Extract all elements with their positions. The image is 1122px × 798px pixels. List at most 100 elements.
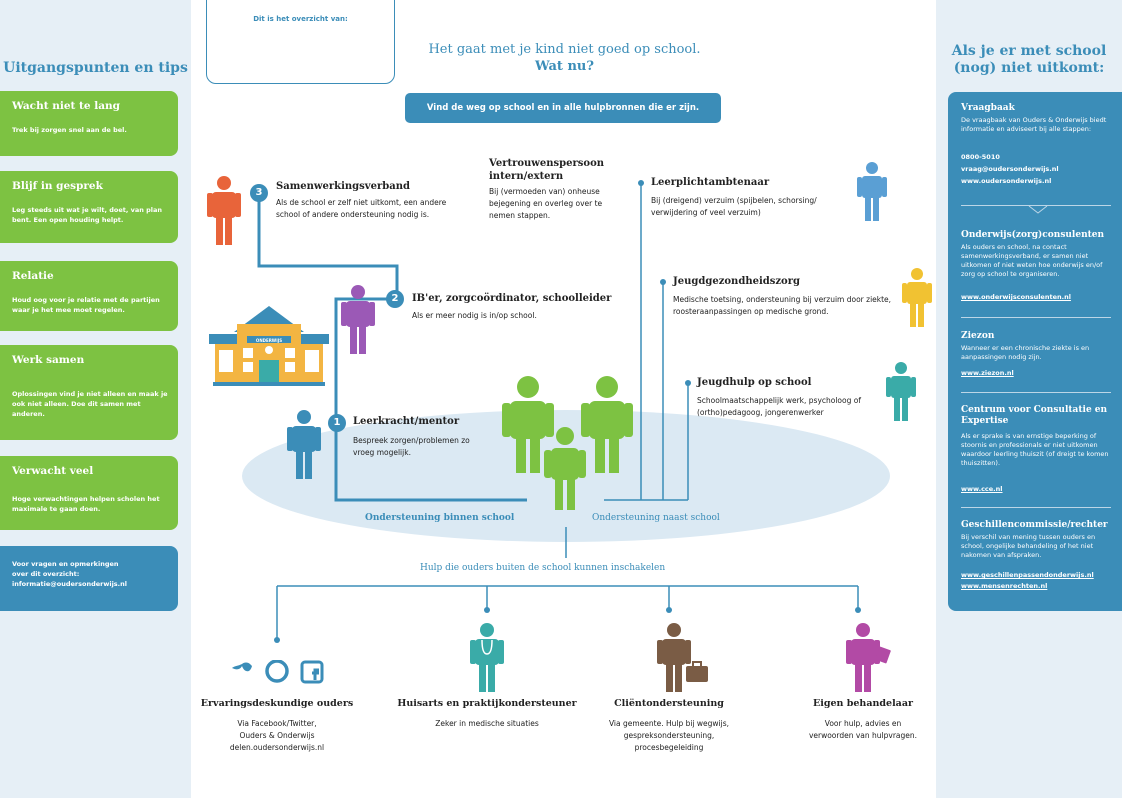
tip-text: Houd oog voor je relatie met de partijen… — [12, 296, 160, 314]
tip-card: Blijf in gesprek Leg steeds uit wat je w… — [0, 171, 178, 243]
help-text-line: Voor hulp, advies en — [824, 719, 902, 728]
resource-title: Onderwijs(zorg)consulenten — [961, 230, 1105, 240]
chevron-down-icon — [1028, 205, 1048, 214]
page-title: Het gaat met je kind niet goed op school… — [393, 41, 736, 75]
person-yellow-icon — [902, 268, 932, 327]
side-title-line: Vertrouwenspersoon — [489, 158, 605, 169]
tip-card: Verwacht veel Hoge verwachtingen helpen … — [0, 456, 178, 530]
right-title-line: (nog) niet uitkomt: — [953, 60, 1105, 76]
step-title: Samenwerkingsverband — [276, 181, 410, 192]
help-text: Zeker in medische situaties — [435, 719, 539, 728]
person-orange-icon — [207, 176, 241, 245]
side-title: Leerplichtambtenaar — [651, 177, 770, 188]
side-title-line: intern/extern — [489, 171, 564, 182]
step-number-3: 3 — [250, 184, 268, 202]
help-text-line: Via gemeente. Hulp bij wegwijs, — [608, 719, 730, 728]
overview-name-box[interactable]: Dit is het overzicht van: — [206, 0, 395, 84]
step-number-1: 1 — [328, 414, 346, 432]
tip-title: Wacht niet te lang — [12, 100, 120, 112]
resource-link[interactable]: www.mensenrechten.nl — [961, 582, 1048, 590]
tip-text: Trek bij zorgen snel aan de bel. — [12, 126, 127, 134]
resource-link[interactable]: www.cce.nl — [961, 485, 1003, 493]
consultant-with-briefcase-icon — [657, 623, 708, 692]
side-text: Bij (vermoeden van) onheuse bejegening e… — [489, 187, 603, 220]
page-title-line: Wat nu? — [535, 59, 594, 74]
resource-title: Geschillencommissie/rechter — [961, 520, 1108, 530]
label-binnen-school: Ondersteuning binnen school — [365, 513, 515, 523]
contact-box: Voor vragen en opmerkingen over dit over… — [0, 546, 178, 611]
resource-text: Bij verschil van mening tussen ouders en… — [961, 533, 1096, 559]
person-blue-icon — [287, 410, 321, 479]
tip-text: Leg steeds uit wat je wilt, doet, van pl… — [12, 206, 163, 224]
left-sidebar: Uitgangspunten en tips Wacht niet te lan… — [0, 0, 191, 798]
social-icons — [232, 660, 324, 684]
divider — [961, 317, 1111, 318]
resource-link[interactable]: www.ziezon.nl — [961, 369, 1014, 377]
resource-text: De vraagbaak van Ouders & Onderwijs bied… — [961, 116, 1107, 133]
overview-label: Dit is het overzicht van: — [253, 15, 348, 23]
web-link[interactable]: www.oudersonderwijs.nl — [961, 177, 1052, 185]
step-title: IB'er, zorgcoördinator, schoolleider — [412, 293, 612, 304]
tip-title: Verwacht veel — [12, 465, 94, 477]
side-title: Jeugdhulp op school — [697, 377, 812, 388]
bottom-heading: Hulp die ouders buiten de school kunnen … — [420, 563, 666, 573]
school-sign: ONDERWIJS — [256, 338, 282, 343]
tip-card: Werk samen Oplossingen vind je niet alle… — [0, 345, 178, 440]
help-text: Voor hulp, advies en verwoorden van hulp… — [788, 718, 938, 742]
help-text-line: Via Facebook/Twitter, — [237, 719, 317, 728]
tip-card: Wacht niet te lang Trek bij zorgen snel … — [0, 91, 178, 156]
right-title-line: Als je er met school — [951, 43, 1107, 59]
divider — [961, 392, 1111, 393]
parent-green-icon — [581, 376, 633, 473]
divider — [961, 205, 1111, 206]
right-title: Als je er met school (nog) niet uitkomt: — [936, 43, 1122, 77]
resource-title: Vraagbaak — [961, 103, 1015, 113]
tip-text: Oplossingen vind je niet alleen en maak … — [12, 390, 168, 418]
child-green-icon — [544, 427, 586, 510]
help-text-line: gespreksondersteuning, — [623, 731, 715, 740]
phone-number: 0800-5010 — [961, 153, 1000, 161]
help-title: Huisarts en praktijkondersteuner — [397, 698, 577, 709]
side-text: Medische toetsing, ondersteuning bij ver… — [673, 295, 892, 316]
help-text-line: verwoorden van hulpvragen. — [808, 731, 918, 740]
step-text: Bespreek zorgen/problemen zo vroeg mogel… — [353, 436, 470, 457]
contact-email-link[interactable]: informatie@oudersonderwijs.nl — [12, 580, 128, 588]
help-text-line[interactable]: delen.oudersonderwijs.nl — [229, 743, 325, 752]
step-text: Als er meer nodig is in/op school. — [412, 311, 537, 320]
banner: Vind de weg op school en in alle hulpbro… — [405, 93, 721, 123]
resources-panel: Vraagbaak De vraagbaak van Ouders & Onde… — [948, 92, 1122, 611]
right-sidebar: Als je er met school (nog) niet uitkomt:… — [936, 0, 1122, 798]
resource-link[interactable]: www.onderwijsconsulenten.nl — [961, 293, 1071, 301]
help-title: Cliëntondersteuning — [614, 698, 724, 709]
tip-text: Hoge verwachtingen helpen scholen het ma… — [12, 495, 160, 513]
contact-text: Voor vragen en opmerkingen — [12, 560, 119, 568]
help-text-line: Ouders & Onderwijs — [239, 731, 315, 740]
resource-text: Wanneer er een chronische ziekte is en a… — [961, 344, 1090, 361]
tip-title: Relatie — [12, 270, 54, 282]
tip-title: Blijf in gesprek — [12, 180, 103, 192]
resource-link[interactable]: www.geschillenpassendonderwijs.nl — [961, 571, 1094, 579]
email-link[interactable]: vraag@oudersonderwijs.nl — [961, 165, 1059, 173]
left-title: Uitgangspunten en tips — [3, 60, 188, 76]
school-building-icon: ONDERWIJS — [209, 306, 329, 386]
side-title: Jeugdgezondheidszorg — [673, 276, 800, 287]
side-text: Schoolmaatschappelijk werk, psycholoog o… — [697, 396, 861, 417]
side-title: Vertrouwenspersoon intern/extern — [489, 157, 604, 183]
resource-title: Centrum voor Consultatie en Expertise — [961, 405, 1108, 426]
parent-green-icon — [502, 376, 554, 473]
label-naast-school: Ondersteuning naast school — [592, 513, 720, 523]
contact-text: over dit overzicht: — [12, 570, 80, 578]
facebook-icon — [300, 660, 324, 684]
resource-title: Ziezon — [961, 331, 995, 341]
resource-text: Als ouders en school, na contact samenwe… — [961, 243, 1103, 278]
person-lightblue-icon — [857, 162, 887, 221]
help-title: Ervaringsdeskundige ouders — [200, 698, 354, 709]
person-purple-icon — [341, 285, 375, 354]
help-text: Via Facebook/Twitter, Ouders & Onderwijs… — [196, 718, 358, 754]
chat-bubble-icon — [265, 660, 289, 683]
side-text: Bij (dreigend) verzuim (spijbelen, schor… — [651, 196, 817, 217]
help-text-line: procesbegeleiding — [634, 743, 704, 752]
help-text: Via gemeente. Hulp bij wegwijs, gespreks… — [594, 718, 744, 754]
therapist-icon — [846, 623, 891, 692]
